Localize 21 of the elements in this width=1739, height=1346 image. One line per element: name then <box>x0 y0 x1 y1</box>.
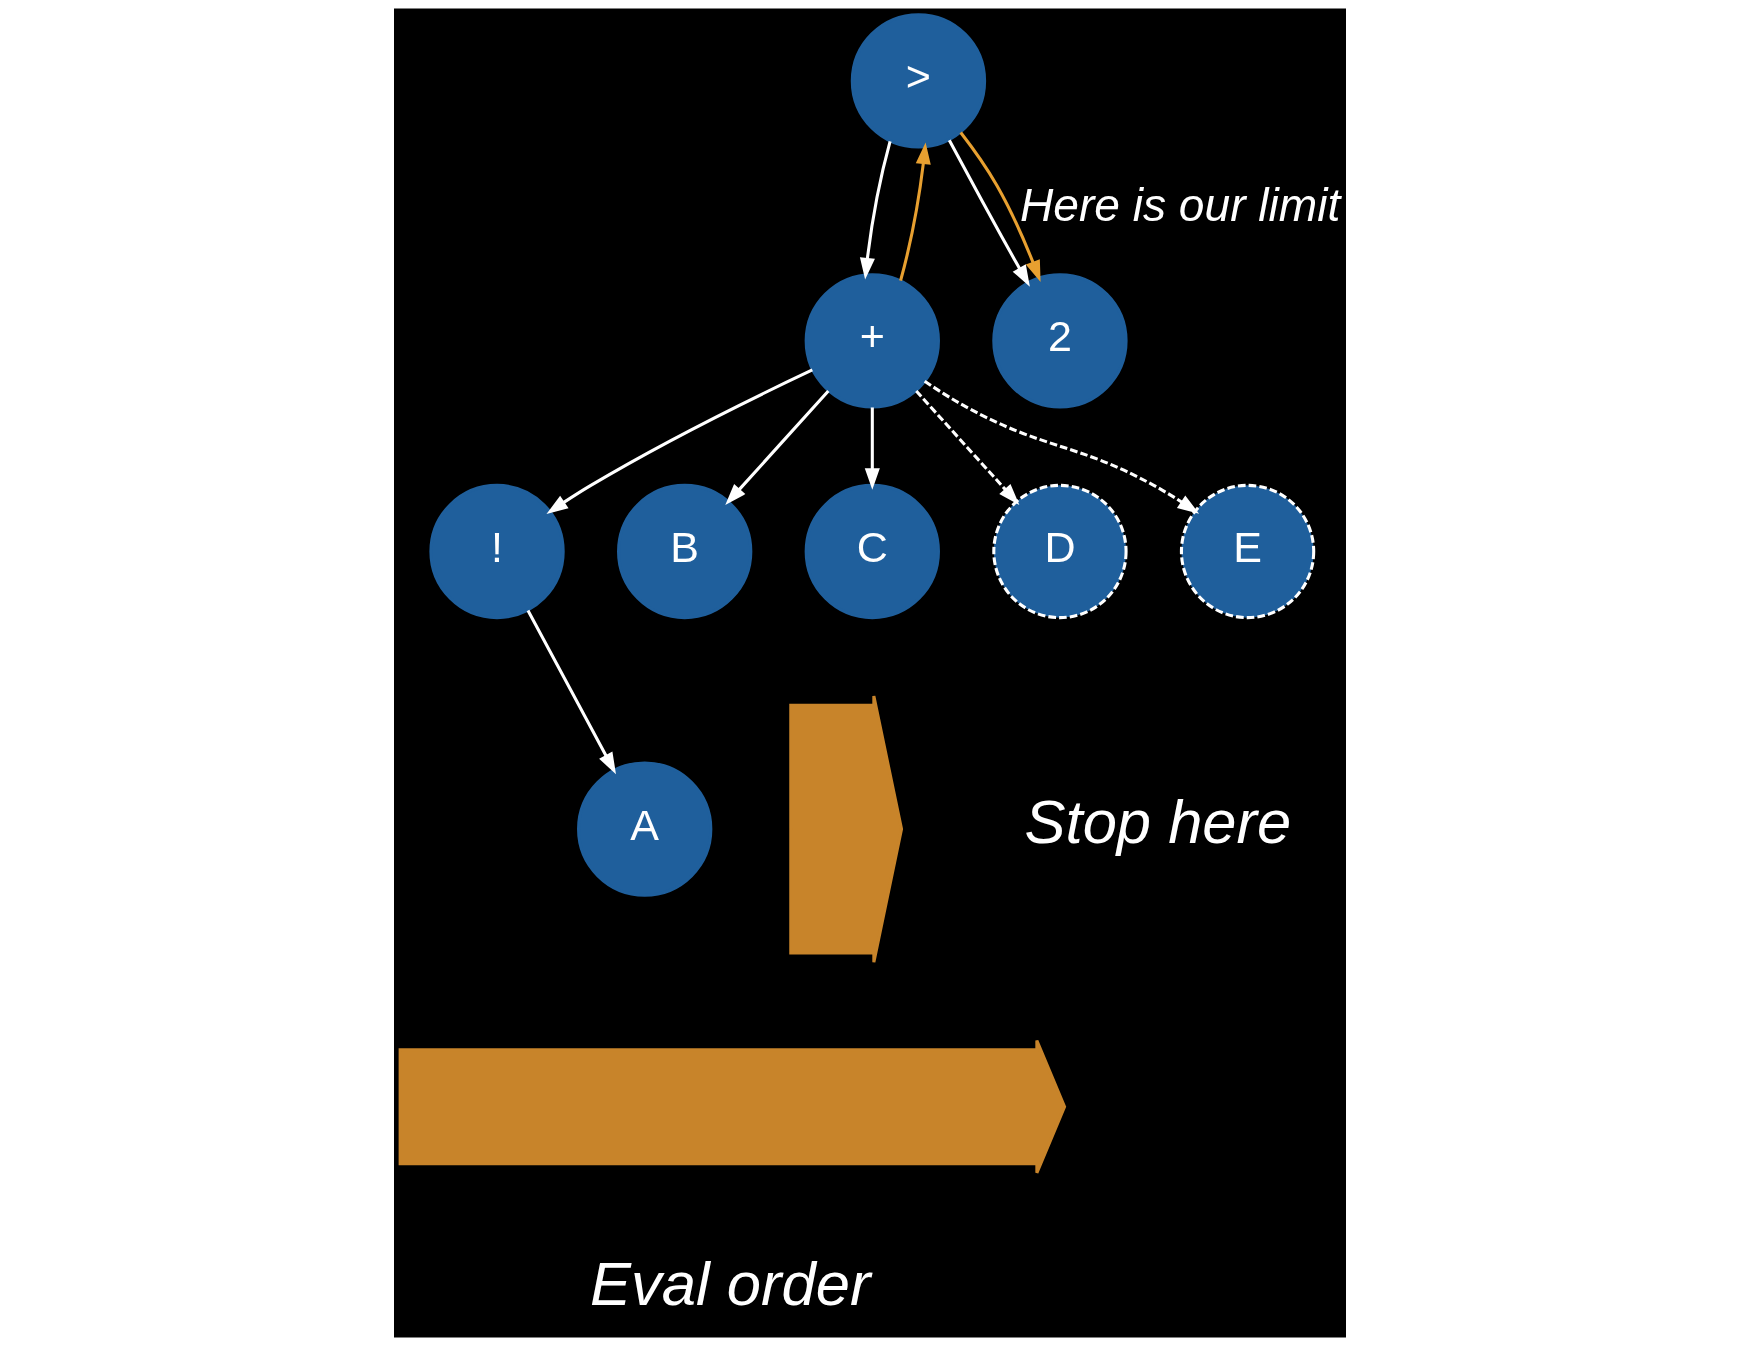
node-label: Stop here <box>1024 786 1291 856</box>
node-circle: C <box>804 483 940 620</box>
arrow <box>923 379 1199 514</box>
arrow <box>859 140 892 280</box>
node-circle: + <box>804 273 940 409</box>
node-arrow <box>398 1039 1066 1175</box>
arrow <box>947 139 1030 287</box>
node-circle: 2 <box>991 273 1128 409</box>
arrow <box>959 131 1041 282</box>
arrow <box>724 389 829 506</box>
arrow <box>914 389 1019 506</box>
arrow <box>864 407 880 490</box>
arrow <box>545 368 813 515</box>
node-circle: ! <box>428 483 565 620</box>
node-circle: A <box>576 761 712 897</box>
node-arrow <box>788 694 903 964</box>
node-circle: E <box>1179 483 1315 620</box>
arrow <box>898 142 931 281</box>
arrow <box>526 609 616 775</box>
node-circle: > <box>850 13 986 149</box>
edge-label: Here is our limit <box>1019 178 1340 231</box>
